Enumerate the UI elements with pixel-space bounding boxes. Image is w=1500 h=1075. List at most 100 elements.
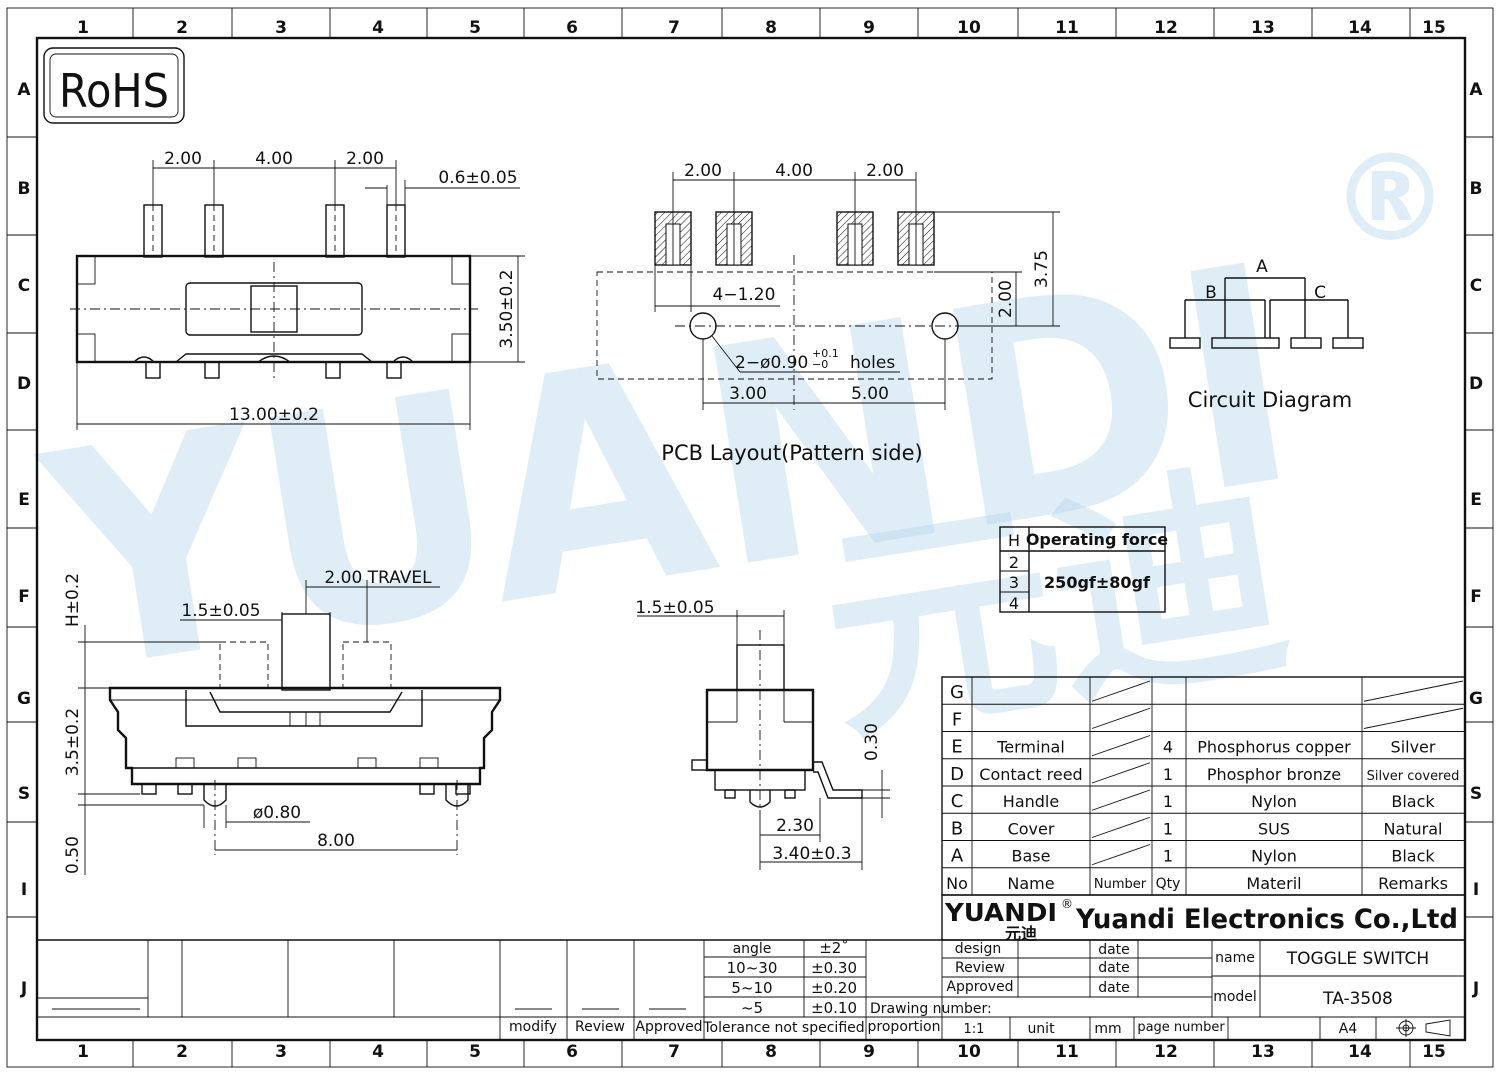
dim-end-handle: 1.5±0.05 bbox=[635, 598, 714, 618]
label-review: Review bbox=[955, 960, 1005, 976]
parts-remarks: Natural bbox=[1383, 819, 1442, 838]
label-unit: unit bbox=[1027, 1021, 1055, 1037]
company-name: Yuandi Electronics Co.,Ltd bbox=[1075, 904, 1458, 935]
tolerance-value: ±0.10 bbox=[811, 999, 857, 1017]
dim-top-pin-width: 0.6±0.05 bbox=[438, 168, 517, 188]
label-date-2: date bbox=[1098, 960, 1130, 976]
parts-material: Nylon bbox=[1251, 792, 1297, 811]
value-scale: 1:1 bbox=[964, 1022, 985, 1037]
frame-col-label-bottom: 9 bbox=[863, 1042, 875, 1062]
parts-no: B bbox=[951, 818, 963, 839]
force-row-h: 4 bbox=[1009, 594, 1019, 613]
dim-side-pin-dia: ø0.80 bbox=[253, 803, 301, 823]
number-cell-slash bbox=[1091, 707, 1151, 729]
parts-row: F bbox=[952, 709, 962, 730]
label-design: design bbox=[955, 941, 1001, 957]
company-registered: ® bbox=[1061, 897, 1073, 911]
projection-symbol-icon bbox=[1396, 1019, 1451, 1037]
parts-no: A bbox=[951, 846, 964, 867]
drawing-frame: 1122334455667788991010111112121313141415… bbox=[6, 7, 1494, 1068]
dim-top-length: 13.00±0.2 bbox=[229, 405, 319, 425]
dim-top-pitch-left: 2.00 bbox=[164, 149, 202, 169]
parts-header-qty: Qty bbox=[1156, 876, 1181, 892]
frame-col-label-top: 1 bbox=[77, 18, 89, 38]
circuit-label-b: B bbox=[1205, 283, 1217, 303]
tolerance-value: ±0.30 bbox=[811, 959, 857, 977]
frame-col-label-top: 3 bbox=[275, 18, 287, 38]
frame-col-label-bottom: 4 bbox=[372, 1042, 384, 1062]
dim-pcb-v2: 3.75 bbox=[1032, 250, 1052, 288]
frame-row-label-left: J bbox=[20, 979, 27, 999]
frame-row-label-left: I bbox=[21, 880, 27, 900]
company-banner: YUANDI 元迪 ® Yuandi Electronics Co.,Ltd bbox=[941, 894, 1466, 943]
frame-row-label-left: D bbox=[17, 374, 31, 394]
frame-col-label-top: 5 bbox=[469, 18, 481, 38]
parts-no: E bbox=[951, 737, 962, 758]
frame-row-label-left: B bbox=[18, 179, 31, 199]
tolerance-note: Tolerance not specified bbox=[702, 1020, 864, 1036]
dim-pcb-left: 3.00 bbox=[729, 384, 767, 404]
label-modify: modify bbox=[509, 1019, 557, 1035]
dim-end-w2: 3.40±0.3 bbox=[772, 844, 851, 864]
parts-header-name: Name bbox=[1007, 874, 1054, 893]
frame-col-label-bottom: 15 bbox=[1422, 1042, 1446, 1062]
parts-name: Contact reed bbox=[979, 765, 1082, 784]
company-logo: YUANDI bbox=[944, 898, 1057, 927]
frame-row-label-left: A bbox=[17, 80, 31, 100]
frame-col-label-bottom: 2 bbox=[176, 1042, 188, 1062]
end-view: 1.5±0.05 0.30 2.30 3.40±0.3 bbox=[635, 598, 890, 870]
remarks-cell-slash bbox=[1363, 680, 1464, 702]
rohs-logo: RoHS bbox=[43, 47, 185, 124]
frame-row-label-right: A bbox=[1469, 80, 1483, 100]
frame-col-label-bottom: 6 bbox=[566, 1042, 578, 1062]
number-cell-slash bbox=[1091, 680, 1151, 702]
parts-name: Handle bbox=[1003, 792, 1059, 811]
frame-col-label-bottom: 12 bbox=[1154, 1042, 1178, 1062]
frame-row-label-left: S bbox=[18, 784, 30, 804]
parts-name: Base bbox=[1012, 847, 1051, 866]
frame-col-label-bottom: 14 bbox=[1348, 1042, 1372, 1062]
dim-pcb-pitch-mid: 4.00 bbox=[775, 161, 813, 181]
dim-side-travel: 2.00 TRAVEL bbox=[324, 568, 432, 588]
dim-pcb-right: 5.00 bbox=[851, 384, 889, 404]
parts-row: G bbox=[950, 682, 964, 703]
value-name: TOGGLE SWITCH bbox=[1286, 949, 1429, 969]
parts-no: F bbox=[952, 709, 962, 730]
frame-col-label-top: 13 bbox=[1251, 18, 1275, 38]
parts-name: Terminal bbox=[996, 738, 1065, 757]
frame-col-label-top: 10 bbox=[957, 18, 981, 38]
frame-row-label-right: G bbox=[1469, 689, 1483, 709]
dim-pcb-pitch-right: 2.00 bbox=[866, 161, 904, 181]
parts-header-no: No bbox=[946, 874, 968, 893]
parts-remarks: Black bbox=[1391, 792, 1435, 811]
frame-col-label-top: 9 bbox=[863, 18, 875, 38]
frame-col-label-bottom: 8 bbox=[765, 1042, 777, 1062]
frame-row-label-right: S bbox=[1470, 784, 1482, 804]
force-value: 250gf±80gf bbox=[1044, 573, 1151, 592]
dim-pcb-v1: 2.00 bbox=[996, 280, 1016, 318]
frame-row-label-right: D bbox=[1469, 374, 1483, 394]
dim-end-w1: 2.30 bbox=[776, 816, 814, 836]
frame-col-label-top: 6 bbox=[566, 18, 578, 38]
dim-top-pitch-mid: 4.00 bbox=[255, 149, 293, 169]
label-page-number: page number bbox=[1137, 1020, 1225, 1035]
frame-col-label-top: 15 bbox=[1422, 18, 1446, 38]
parts-remarks: Silver covered bbox=[1367, 769, 1460, 784]
dim-side-height: 3.5±0.2 bbox=[63, 708, 83, 776]
watermark-registered: ® bbox=[1330, 130, 1450, 269]
parts-material: Phosphorus copper bbox=[1197, 738, 1351, 757]
frame-col-label-bottom: 3 bbox=[275, 1042, 287, 1062]
label-proportion: proportion bbox=[868, 1019, 941, 1035]
dim-side-pin-span: 8.00 bbox=[317, 831, 355, 851]
frame-col-label-top: 7 bbox=[668, 18, 680, 38]
value-model: TA-3508 bbox=[1322, 989, 1393, 1009]
dim-pcb-holes-suffix: holes bbox=[850, 353, 895, 373]
parts-table-header: No Name Number Qty Materil Remarks bbox=[946, 874, 1448, 893]
parts-material: Nylon bbox=[1251, 847, 1297, 866]
dim-side-handle: 1.5±0.05 bbox=[181, 601, 260, 621]
